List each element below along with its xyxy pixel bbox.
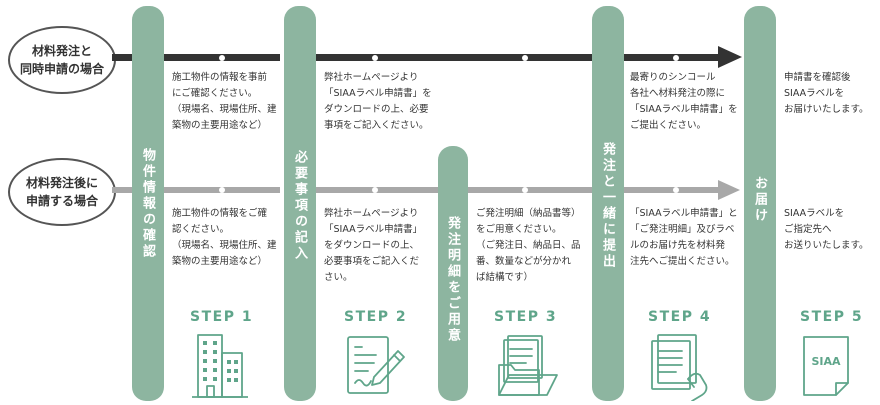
column-title-3: 発注明細をご用意: [445, 216, 460, 344]
step-2-label: STEP 2: [344, 309, 408, 325]
route-2-step-5-desc: SIAAラベルを ご指定先へ お送りいたします。: [784, 208, 869, 251]
form-pen-icon: [347, 336, 405, 394]
route-2-dot: [522, 187, 528, 193]
route-2-line-seg0: [112, 187, 132, 193]
column-pill-3: [438, 146, 468, 401]
route-1-arrowhead-icon: [718, 46, 742, 68]
route-1-dot: [673, 54, 679, 61]
route-2-label: 材料発注後に 申請する場合: [8, 158, 116, 226]
route-2-arrowhead-icon: [718, 180, 740, 200]
route-2-step-2-desc: 弊社ホームページより 「SIAAラベル申請書」 をダウンロードの上、 必要事項を…: [324, 208, 423, 283]
column-pill-5: [744, 6, 776, 401]
step-3-label: STEP 3: [494, 309, 558, 325]
column-title-2: 必要事項の記入: [292, 150, 307, 262]
route-1-label: 材料発注と 同時申請の場合: [8, 26, 116, 94]
step-1-label: STEP 1: [190, 309, 254, 325]
siaa-label-icon: SIAA: [803, 336, 849, 396]
step-5-label: STEP 5: [800, 309, 864, 325]
route-1-line-seg0: [112, 54, 132, 61]
route-2-line-seg3: [466, 187, 592, 193]
route-1-dot: [372, 54, 378, 61]
route-2-step-4-desc: 「SIAAラベル申請書」と 「ご発注明細」及びラベ ルのお届け先を材料発 注先へ…: [630, 208, 738, 267]
route-1-dot: [522, 54, 528, 61]
siaa-label-text: SIAA: [811, 355, 841, 368]
route-2-dot: [673, 187, 679, 193]
route-1-text: 材料発注と 同時申請の場合: [19, 44, 104, 76]
document-hand-icon: [651, 334, 708, 401]
route-2-dot: [372, 187, 378, 193]
documents-folder-icon: [498, 335, 558, 396]
route-1-step-4-desc: 最寄りのシンコール 各社へ材料発注の際に 「SIAAラベル申請書」を ご提出くだ…: [630, 72, 738, 131]
step-4-label: STEP 4: [648, 309, 712, 325]
route-1-step-2-desc: 弊社ホームページより 「SIAAラベル申請書」を ダウンロードの上、必要 事項を…: [324, 72, 432, 131]
column-pill-4: [592, 6, 624, 401]
route-1-dot: [219, 54, 225, 61]
column-pill-2: [284, 6, 316, 401]
route-2-step-3-desc: ご発注明細（納品書等） をご用意ください。 （ご発注日、納品日、品 番、数量など…: [476, 208, 581, 283]
column-pill-1: [132, 6, 164, 401]
route-2-dot: [219, 187, 225, 193]
route-1-step-5-desc: 申請書を確認後 SIAAラベルを お届けいたします。: [784, 72, 869, 115]
column-title-5: お届け: [752, 176, 767, 224]
route-2-step-1-desc: 施工物件の情報をご確 認ください。 （現場名、現場住所、建 築物の主要用途など）: [172, 208, 277, 267]
route-2-line-seg2: [316, 187, 440, 193]
building-icon: [192, 334, 248, 398]
column-title-4: 発注と一緒に提出: [600, 142, 615, 270]
column-title-1: 物件情報の確認: [140, 148, 155, 260]
route-1-line-seg2: [316, 54, 592, 61]
route-2-text: 材料発注後に 申請する場合: [25, 176, 98, 208]
route-1-step-1-desc: 施工物件の情報を事前 にご確認ください。 （現場名、現場住所、建 築物の主要用途…: [172, 72, 277, 131]
